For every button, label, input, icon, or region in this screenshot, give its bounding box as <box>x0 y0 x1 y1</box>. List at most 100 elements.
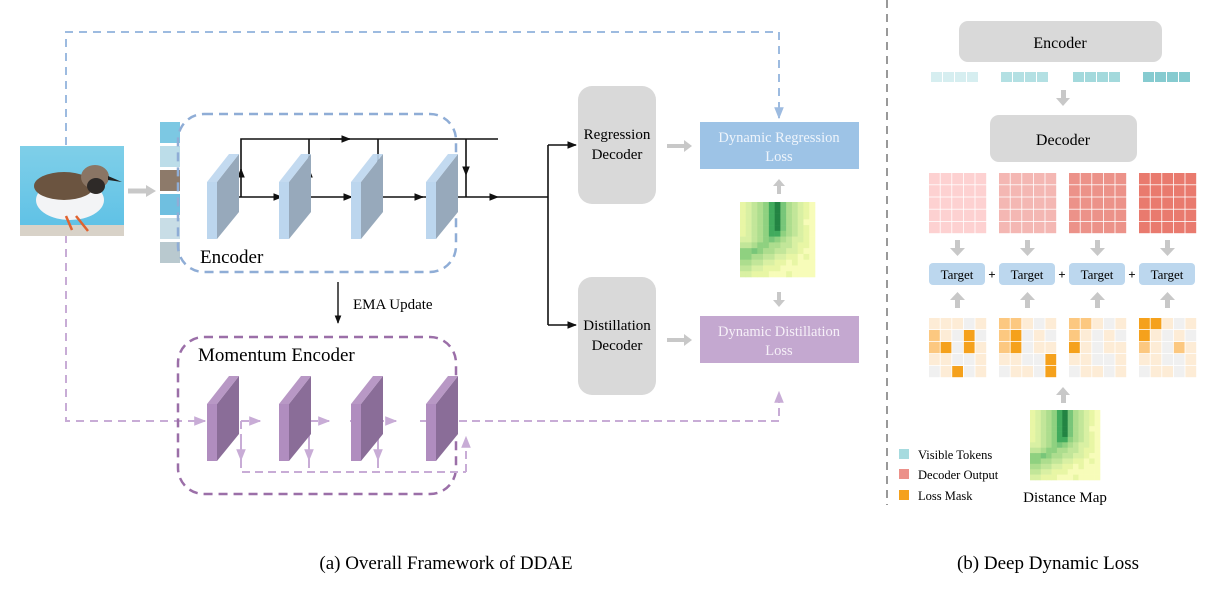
grey-arrow-down <box>1095 240 1100 249</box>
distance-cell <box>1040 436 1047 443</box>
distance-cell <box>740 207 747 214</box>
block-top <box>207 154 239 182</box>
loss-mask-cell <box>1185 330 1197 342</box>
decoder-output-cell <box>999 197 1010 209</box>
distance-cell <box>791 259 798 266</box>
distance-cell <box>745 271 752 278</box>
visible-token <box>1155 72 1166 82</box>
visible-token <box>1143 72 1154 82</box>
distance-cell <box>1083 442 1090 448</box>
loss-mask-cell <box>1115 366 1127 378</box>
distance-cell <box>768 219 775 226</box>
decoder-output-cell <box>975 197 987 209</box>
distance-cell <box>797 225 804 232</box>
loss-mask-cell <box>1150 354 1162 366</box>
distance-cell <box>1056 431 1063 438</box>
decoder-output-cell <box>1069 209 1080 221</box>
grey-arrow-distance-to-mask <box>1056 387 1070 403</box>
distance-cell <box>1046 463 1052 470</box>
image-patch <box>160 146 180 167</box>
visible-token <box>1167 72 1178 82</box>
loss-mask-cell <box>1185 318 1197 330</box>
distance-cell <box>1035 436 1042 443</box>
distance-cell <box>768 271 775 278</box>
decoder-output-cell <box>1092 209 1103 221</box>
distance-cell <box>1056 436 1063 443</box>
distance-cell <box>745 248 752 255</box>
loss-mask-cell <box>1045 330 1057 342</box>
decoder-output-cell <box>999 173 1010 185</box>
distance-cell <box>774 253 781 260</box>
plus-sign: + <box>1058 267 1065 282</box>
distance-cell <box>1083 410 1090 416</box>
distance-cell <box>786 265 793 272</box>
loss-mask-cell <box>1069 354 1080 366</box>
decoder-output-cell <box>1185 209 1197 221</box>
decoder-output-cell <box>1139 221 1150 234</box>
decoder-output-cell <box>940 185 952 197</box>
decoder-output-cell <box>963 221 975 234</box>
loss-mask-cell <box>1162 366 1173 378</box>
decoder-output-cell <box>952 173 963 185</box>
distance-cell <box>1051 469 1058 475</box>
distance-cell <box>1051 410 1058 416</box>
momentum-encoder-block <box>426 376 458 461</box>
distance-cell <box>1062 436 1068 443</box>
decoder-output-grid <box>929 173 987 256</box>
distance-cell <box>803 230 810 237</box>
decoder-output-cell <box>940 173 952 185</box>
loss-mask-cell <box>1103 318 1115 330</box>
distance-cell <box>763 236 770 243</box>
distance-cell <box>745 236 752 243</box>
distance-cell <box>1030 415 1036 422</box>
decoder-output-cell <box>1173 185 1185 197</box>
distance-cell <box>1035 442 1042 448</box>
distance-cell <box>1062 463 1068 470</box>
distance-cell <box>1094 442 1101 448</box>
decoder-output-cell <box>1103 173 1115 185</box>
distance-cell <box>797 207 804 214</box>
distance-cell <box>1030 410 1036 416</box>
loss-mask-cell <box>1092 342 1103 354</box>
distance-cell <box>803 259 810 266</box>
distance-cell <box>763 225 770 232</box>
distance-cell <box>757 213 764 220</box>
loss-mask-cell <box>1022 366 1033 378</box>
grey-arrow-up <box>1095 299 1100 308</box>
distance-cell <box>1046 415 1052 422</box>
distance-cell <box>757 265 764 272</box>
distillation-decoder-label-line2: Decoder <box>592 338 643 354</box>
distance-cell <box>1073 420 1079 427</box>
distance-cell <box>797 271 804 278</box>
distance-cell <box>1094 447 1101 454</box>
distance-cell <box>757 259 764 266</box>
distance-cell <box>1056 474 1063 481</box>
distance-cell <box>1078 431 1085 438</box>
distance-cell <box>1046 426 1052 432</box>
distance-cell <box>1051 458 1058 465</box>
decoder-output-cell <box>940 197 952 209</box>
block-top <box>279 376 311 404</box>
loss-mask-cell <box>1033 330 1045 342</box>
distance-cell <box>791 253 798 260</box>
distance-cell <box>791 271 798 278</box>
distillation-loss-label-line2: Loss <box>765 343 793 359</box>
distance-cell <box>768 259 775 266</box>
decoder-output-cell <box>1080 185 1092 197</box>
distance-cell <box>791 236 798 243</box>
decoder-output-cell <box>1150 173 1162 185</box>
visible-token <box>1001 72 1012 82</box>
decoder-output-cell <box>1162 197 1173 209</box>
distance-cell <box>1089 469 1095 475</box>
distance-cell <box>1056 415 1063 422</box>
distance-cell <box>1073 469 1079 475</box>
decoder-output-cell <box>1022 185 1033 197</box>
distance-cell <box>786 236 793 243</box>
momentum-encoder-block <box>279 376 311 461</box>
distance-cell <box>786 202 793 209</box>
distance-cell <box>768 242 775 249</box>
distance-cell <box>797 253 804 260</box>
distance-cell <box>1078 469 1085 475</box>
loss-mask-cell <box>929 366 940 378</box>
decoder-output-cell <box>1173 209 1185 221</box>
